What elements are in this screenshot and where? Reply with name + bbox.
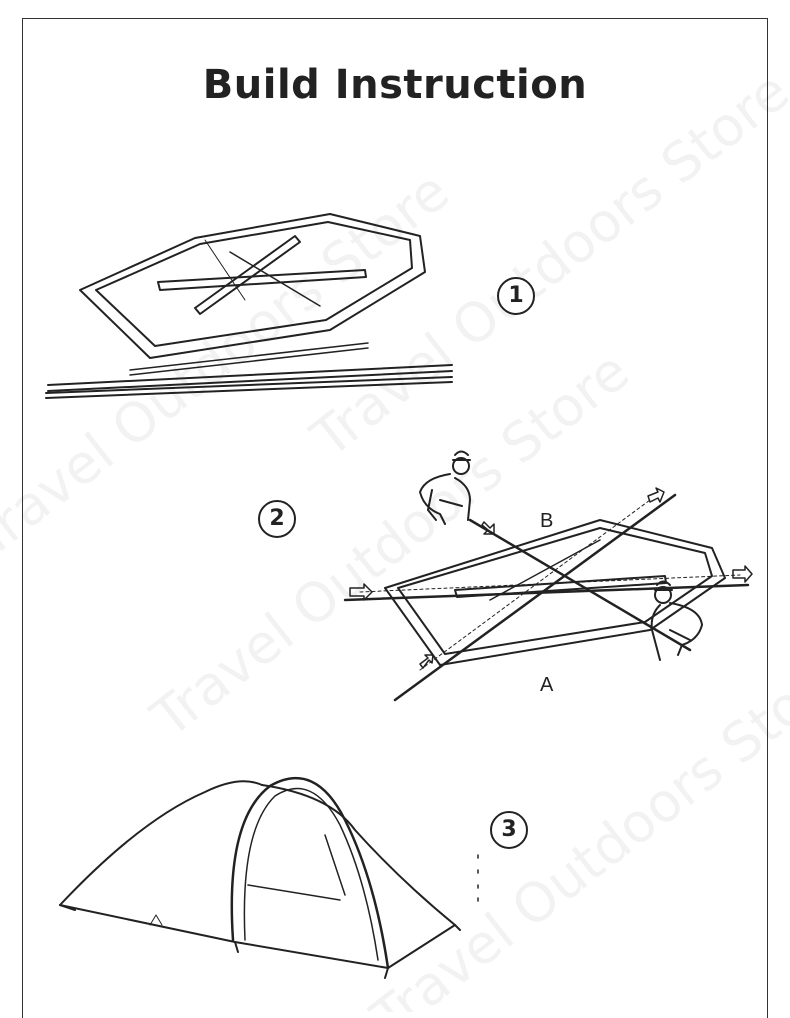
step-2-number: 2 (258, 500, 296, 538)
step-1-number: 1 (497, 277, 535, 315)
step2-pole-crossing-illustration (343, 450, 753, 702)
point-a-label: A (540, 674, 554, 696)
instruction-sheet (22, 18, 768, 1018)
page-title: Build Instruction (202, 62, 588, 108)
step3-dome-tent-illustration (59, 776, 461, 979)
step-3-number: 3 (490, 811, 528, 849)
step1-tent-flat-illustration (45, 213, 453, 399)
point-b-label: B (540, 510, 554, 532)
